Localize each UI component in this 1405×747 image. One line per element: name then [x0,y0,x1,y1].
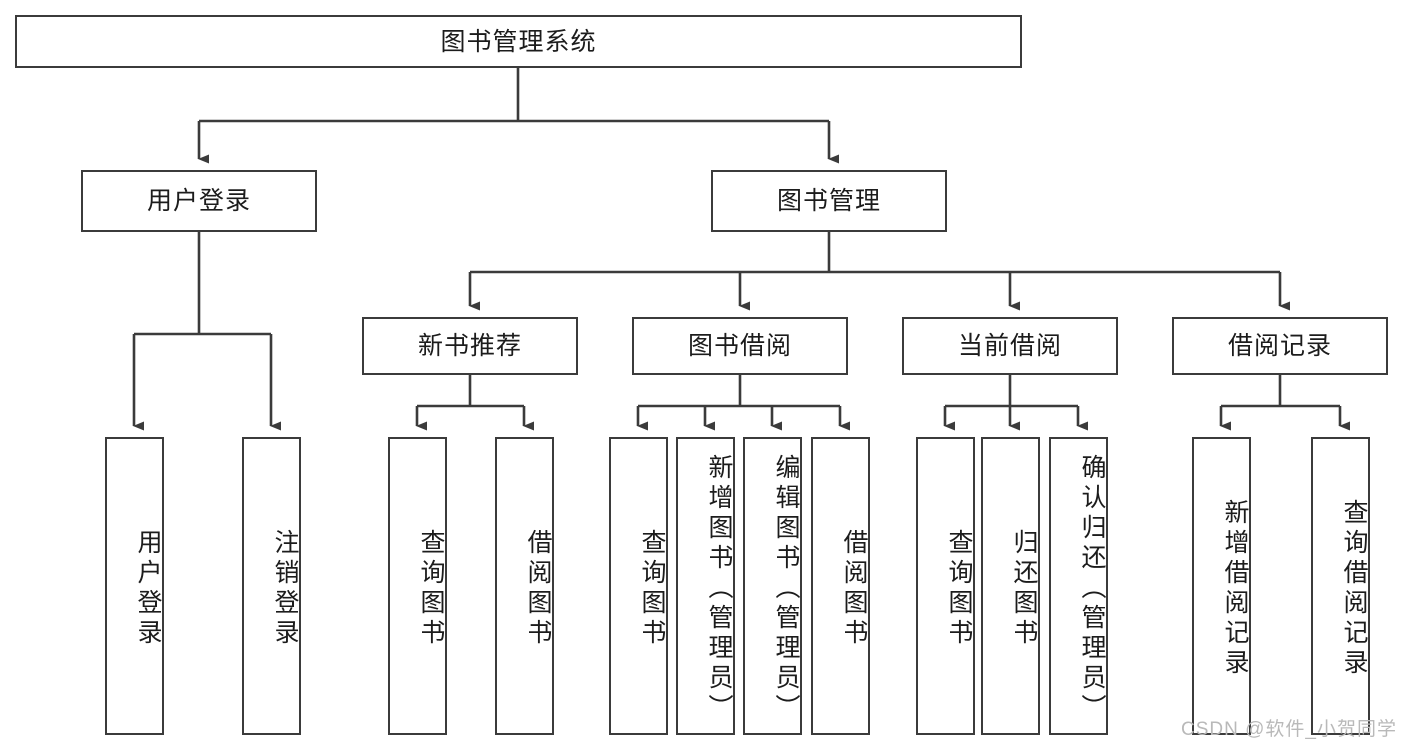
leaf-confirm-return-admin[interactable]: 确认归还（管理员） [1049,437,1108,735]
node-label: 图书管理 [776,187,881,215]
node-root-system[interactable]: 图书管理系统 [15,15,1022,68]
node-label: 注销登录 [271,529,299,649]
leaf-query-book-recommend[interactable]: 查询图书 [388,437,447,735]
node-label: 编辑图书（管理员） [772,454,800,724]
node-book-borrow[interactable]: 图书借阅 [632,317,848,375]
leaf-return-book[interactable]: 归还图书 [981,437,1040,735]
node-label: 查询图书 [945,529,973,649]
node-borrow-record[interactable]: 借阅记录 [1172,317,1388,375]
node-label: 借阅记录 [1227,332,1332,360]
node-current-borrow[interactable]: 当前借阅 [902,317,1118,375]
leaf-query-borrow-record[interactable]: 查询借阅记录 [1311,437,1370,735]
node-label: 新增借阅记录 [1221,499,1249,679]
node-label: 确认归还（管理员） [1078,454,1106,724]
node-label: 归还图书 [1010,529,1038,649]
node-label: 图书管理系统 [440,27,597,56]
node-user-login[interactable]: 用户登录 [81,170,317,232]
leaf-add-book-admin[interactable]: 新增图书（管理员） [676,437,735,735]
leaf-query-book-borrow[interactable]: 查询图书 [609,437,668,735]
node-label: 查询借阅记录 [1340,499,1368,679]
watermark-text: CSDN @软件_小贺同学 [1181,719,1397,740]
leaf-edit-book-admin[interactable]: 编辑图书（管理员） [743,437,802,735]
node-label: 新增图书（管理员） [705,454,733,724]
node-label: 查询图书 [638,529,666,649]
node-new-book-recommend[interactable]: 新书推荐 [362,317,578,375]
leaf-query-book-current[interactable]: 查询图书 [916,437,975,735]
node-label: 用户登录 [134,529,162,649]
node-label: 图书借阅 [687,332,792,360]
node-book-management[interactable]: 图书管理 [711,170,947,232]
node-label: 借阅图书 [840,529,868,649]
node-label: 查询图书 [417,529,445,649]
node-label: 新书推荐 [417,332,522,360]
leaf-user-login[interactable]: 用户登录 [105,437,164,735]
leaf-add-borrow-record[interactable]: 新增借阅记录 [1192,437,1251,735]
node-label: 借阅图书 [524,529,552,649]
node-label: 当前借阅 [957,332,1062,360]
leaf-borrow-book[interactable]: 借阅图书 [811,437,870,735]
leaf-borrow-book-recommend[interactable]: 借阅图书 [495,437,554,735]
leaf-logout[interactable]: 注销登录 [242,437,301,735]
node-label: 用户登录 [146,187,251,215]
